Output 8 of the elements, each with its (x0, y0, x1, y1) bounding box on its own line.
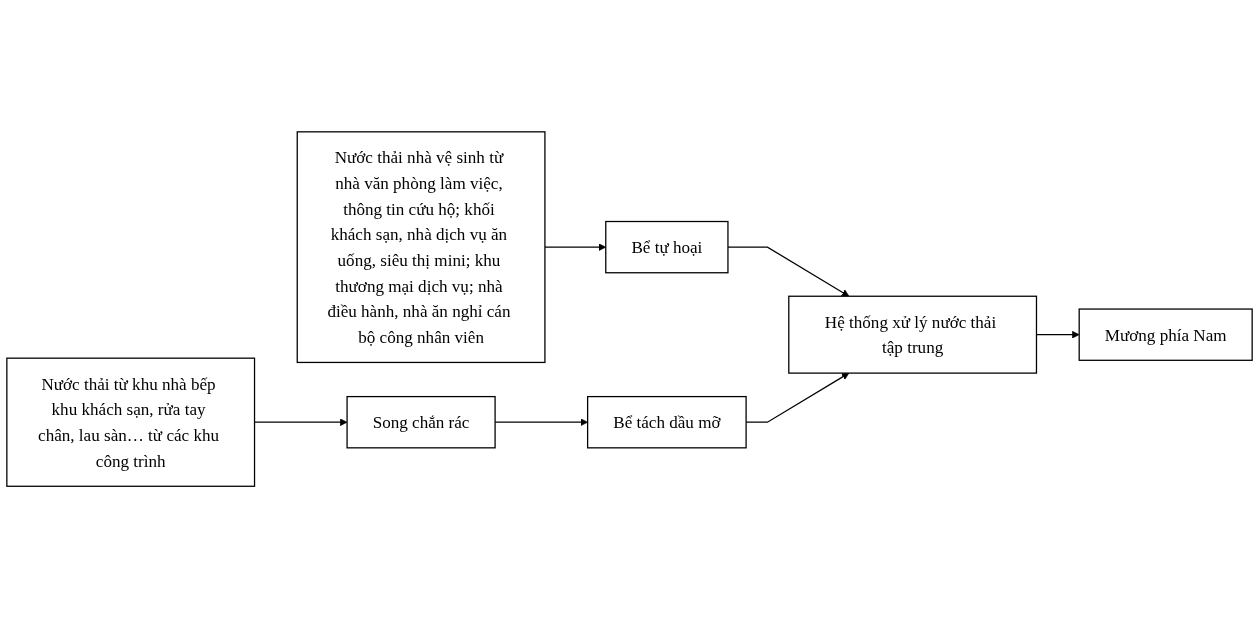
node-box: Nước thải nhà vệ sinh từ nhà văn phòng làm việc, thông tin cứu hộ; khối khách sạn, nhà dịch vụ ăn uống, siêu thị mini; khu thương mại dịch vụ; nhà điều hành, nhà ăn nghỉ cán bộ công nhân viên (296, 131, 546, 363)
node-box: Hệ thống xử lý nước thải tập trung (788, 295, 1038, 374)
node-box: Nước thải từ khu nhà bếp khu khách sạn, rửa tay chân, lau sàn… từ các khu công trình (6, 357, 256, 487)
node-box: Mương phía Nam (1078, 308, 1253, 361)
node-box: Bể tách dầu mỡ (587, 395, 747, 449)
node-box: Bể tự hoại (605, 220, 729, 274)
node-box: Song chắn rác (346, 395, 496, 449)
arrow (727, 246, 850, 297)
